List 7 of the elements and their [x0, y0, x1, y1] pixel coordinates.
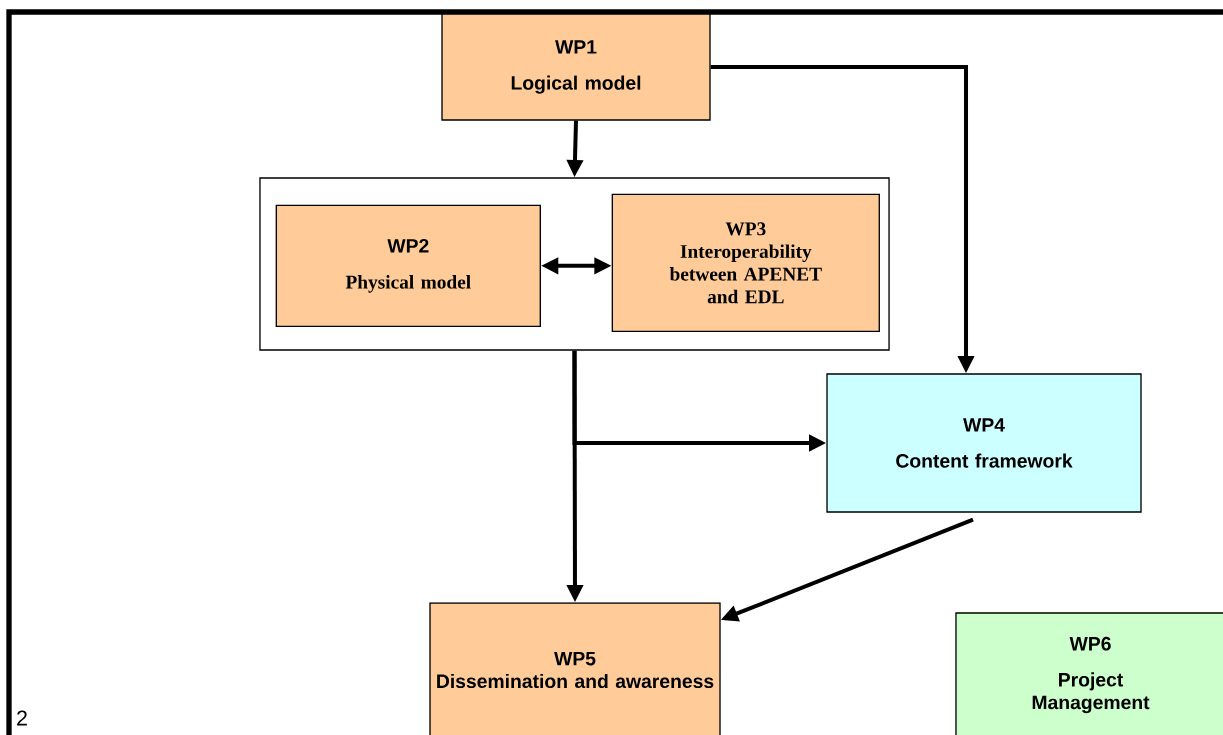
work-package-box: WP1 Logical model: [441, 13, 711, 121]
work-package-box: WP4 Content framework: [826, 373, 1142, 513]
work-package-box: WP3 Interoperability between APENET and EDL: [611, 193, 880, 333]
work-package-box: WP5 Dissemination and awareness: [429, 602, 721, 735]
work-package-box: WP2 Physical model: [275, 204, 541, 328]
page-number: 2: [14, 709, 30, 727]
work-package-box: WP6 Project Management: [955, 612, 1223, 735]
